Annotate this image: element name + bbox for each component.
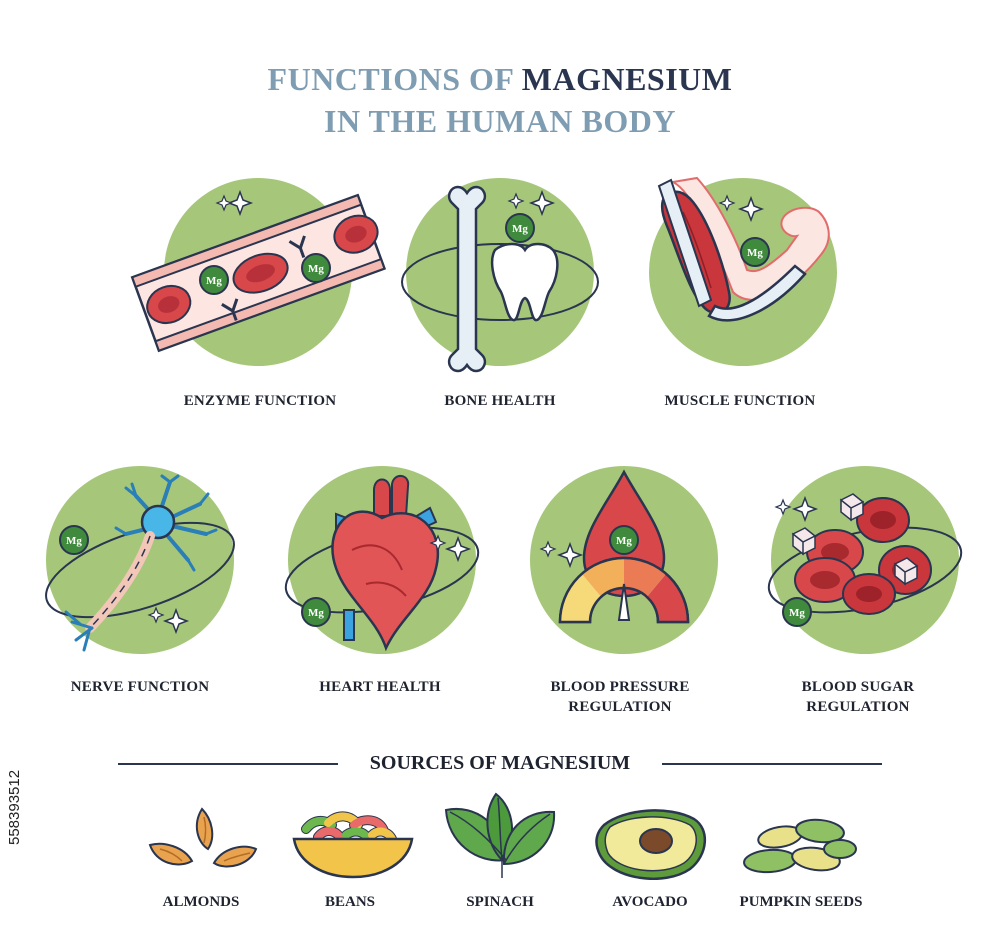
blood-pressure-label-line1: BLOOD PRESSURE [550,679,690,695]
title-prefix: FUNCTIONS OF [267,61,514,97]
enzyme-function-label: ENZYME FUNCTION [183,393,337,409]
title-line-2: IN THE HUMAN BODY [324,103,676,139]
divider-left [118,763,338,765]
almonds-illustration [140,805,270,880]
heart-icon: Mg [284,466,480,654]
stock-id-text: 558393512 [6,769,23,845]
heart-health-panel: Mg [282,460,482,660]
nerve-function-label: NERVE FUNCTION [70,679,210,695]
blood-pressure-label: BLOOD PRESSURE REGULATION [510,677,730,717]
muscle-function-label: MUSCLE FUNCTION [664,393,816,409]
bone-health-panel: Mg [400,172,600,373]
avocado-icon [595,809,707,881]
svg-text:Mg: Mg [308,263,324,275]
bone-health-label: BONE HEALTH [444,393,556,409]
spinach-leaf-icon [444,792,556,878]
title-highlight: MAGNESIUM [521,61,733,97]
blood-sugar-label-line1: BLOOD SUGAR [801,679,915,695]
blood-cells-sugar-icon: Mg [767,466,963,654]
bean-bowl-icon [292,811,414,879]
neuron-icon: Mg [45,466,235,654]
spinach-label: SPINACH [466,894,534,910]
blood-sugar-panel: Mg [765,460,965,660]
blood-sugar-label-line2: REGULATION [806,699,910,715]
blood-pressure-label-line2: REGULATION [568,699,672,715]
page-title: FUNCTIONS OF MAGNESIUM IN THE HUMAN BODY [0,58,1000,142]
svg-text:Mg: Mg [789,607,805,619]
svg-text:Mg: Mg [512,223,528,235]
bone-tooth-icon: Mg [401,178,599,373]
svg-text:Mg: Mg [66,535,82,547]
avocado-label: AVOCADO [612,894,688,910]
almond-icon [148,807,258,868]
svg-text:Mg: Mg [308,607,324,619]
heart-health-label: HEART HEALTH [319,679,441,695]
pumpkin-seed-icon [743,818,857,874]
pumpkin-seeds-illustration [736,805,866,880]
svg-text:Mg: Mg [616,535,632,547]
pumpkin-seeds-label: PUMPKIN SEEDS [739,894,863,910]
title-line-1: FUNCTIONS OF MAGNESIUM [0,58,1000,100]
almonds-label: ALMONDS [162,894,240,910]
nerve-function-panel: Mg [40,460,240,660]
beans-illustration [288,805,418,880]
divider-right [662,763,882,765]
sources-title: SOURCES OF MAGNESIUM [369,752,631,774]
blood-vessel-icon: Mg Mg [130,178,387,366]
svg-text:Mg: Mg [747,247,763,259]
blood-pressure-panel: Mg [524,460,724,660]
enzyme-function-panel: Mg Mg [130,172,387,372]
blood-sugar-label: BLOOD SUGAR REGULATION [748,677,968,717]
blood-drop-gauge-icon: Mg [530,466,718,654]
avocado-illustration [586,805,716,881]
svg-text:Mg: Mg [206,275,222,287]
spinach-illustration [436,790,566,878]
arm-muscle-icon: Mg [649,176,837,366]
muscle-function-panel: Mg [643,172,843,372]
beans-label: BEANS [324,894,376,910]
